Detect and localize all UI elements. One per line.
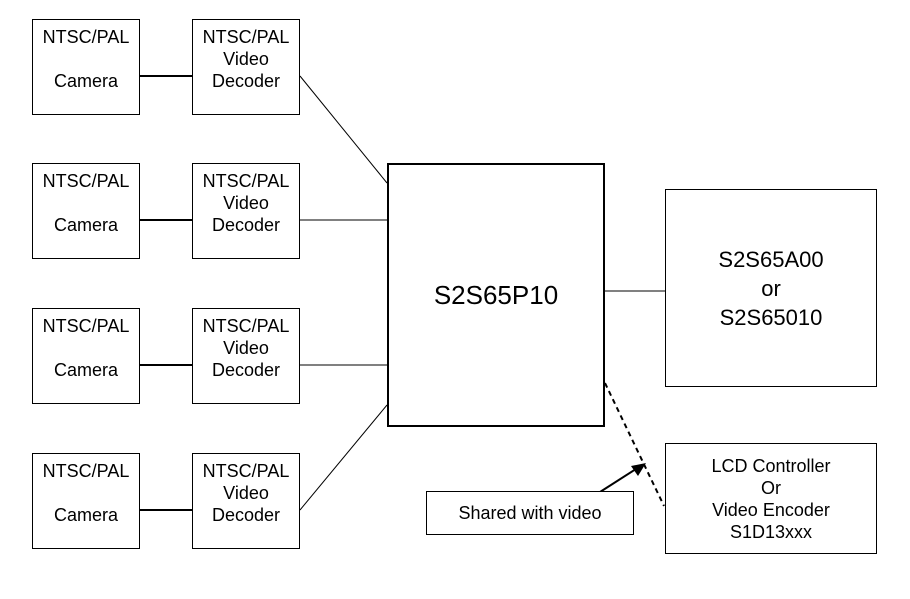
camera-label-line1: NTSC/PAL <box>42 27 130 47</box>
camera-box-1: NTSC/PAL Camera <box>32 19 140 115</box>
shared-note-box: Shared with video <box>426 491 634 535</box>
note-arrowhead <box>631 463 646 476</box>
decoder-label-line3: Decoder <box>211 505 281 525</box>
shared-note-label: Shared with video <box>458 502 602 523</box>
shared-dashed-link <box>604 382 665 507</box>
decoder-label-line1: NTSC/PAL <box>202 316 290 336</box>
camera-label-line2: Camera <box>53 505 119 525</box>
decoder-processor-link-4 <box>299 404 388 511</box>
lcd-controller-line3: Video Encoder <box>712 499 830 520</box>
camera-label-line1: NTSC/PAL <box>42 171 130 191</box>
note-arrow-line <box>599 468 637 493</box>
camera-box-3: NTSC/PAL Camera <box>32 308 140 404</box>
camera-label-line2: Camera <box>53 215 119 235</box>
lcd-controller-line1: LCD Controller <box>711 455 831 476</box>
processor-label: S2S65P10 <box>433 279 559 310</box>
decoder-label-line2: Video <box>223 49 269 69</box>
decoder-label-line3: Decoder <box>211 215 281 235</box>
lcd-controller-line4: S1D13xxx <box>729 521 813 542</box>
decoder-label-line3: Decoder <box>211 71 281 91</box>
decoder-label-line1: NTSC/PAL <box>202 27 290 47</box>
camera-box-4: NTSC/PAL Camera <box>32 453 140 549</box>
decoder-label-line1: NTSC/PAL <box>202 171 290 191</box>
decoder-box-4: NTSC/PAL Video Decoder <box>192 453 300 549</box>
decoder-label-line2: Video <box>223 193 269 213</box>
decoder-label-line1: NTSC/PAL <box>202 461 290 481</box>
camera-label-line1: NTSC/PAL <box>42 461 130 481</box>
display-controller-line2: or <box>761 275 781 301</box>
lcd-controller-line2: Or <box>761 477 781 498</box>
display-controller-box: S2S65A00 or S2S65010 <box>665 189 877 387</box>
decoder-label-line2: Video <box>223 338 269 358</box>
decoder-box-3: NTSC/PAL Video Decoder <box>192 308 300 404</box>
camera-box-2: NTSC/PAL Camera <box>32 163 140 259</box>
decoder-box-2: NTSC/PAL Video Decoder <box>192 163 300 259</box>
processor-box: S2S65P10 <box>387 163 605 427</box>
decoder-box-1: NTSC/PAL Video Decoder <box>192 19 300 115</box>
decoder-label-line3: Decoder <box>211 360 281 380</box>
camera-label-line1: NTSC/PAL <box>42 316 130 336</box>
decoder-processor-link-1 <box>299 75 388 184</box>
display-controller-line1: S2S65A00 <box>718 246 824 272</box>
camera-label-line2: Camera <box>53 360 119 380</box>
decoder-label-line2: Video <box>223 483 269 503</box>
lcd-controller-box: LCD Controller Or Video Encoder S1D13xxx <box>665 443 877 554</box>
display-controller-line3: S2S65010 <box>719 304 823 330</box>
camera-label-line2: Camera <box>53 71 119 91</box>
